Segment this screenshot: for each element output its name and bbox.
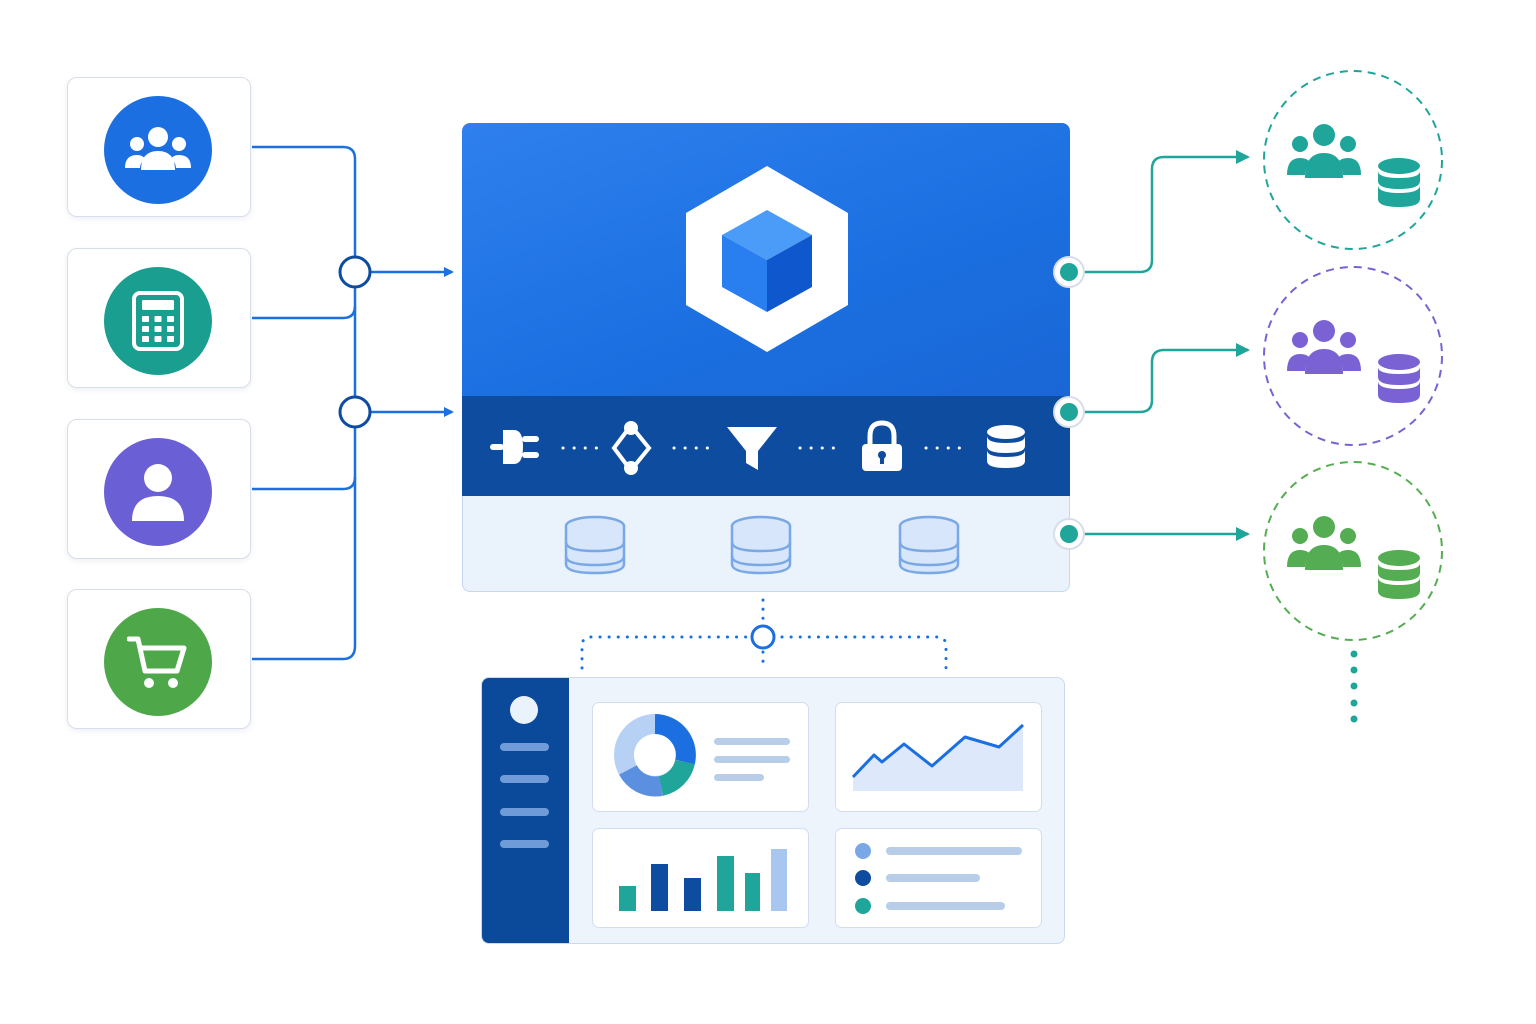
user-icon — [104, 438, 212, 546]
junction-node-primary[interactable] — [338, 255, 372, 289]
input-connectors — [252, 145, 454, 661]
group-icon — [104, 96, 212, 204]
calculator-icon — [104, 267, 212, 375]
line-chart-widget[interactable] — [835, 702, 1042, 812]
source-card-user[interactable] — [67, 419, 251, 559]
source-card-team[interactable] — [67, 77, 251, 217]
processing-pipeline — [462, 396, 1070, 496]
dashboard-sidebar — [482, 678, 569, 943]
destination-green[interactable] — [1263, 461, 1443, 641]
source-card-finance[interactable] — [67, 248, 251, 388]
junction-node-secondary[interactable] — [338, 395, 372, 429]
processing-hub-core[interactable] — [462, 123, 1070, 398]
bar-chart-widget[interactable] — [592, 828, 809, 928]
shopping-cart-icon — [104, 608, 212, 716]
storage-layer — [462, 496, 1070, 592]
destination-teal[interactable] — [1263, 70, 1443, 250]
dashboard-junction-node[interactable] — [750, 624, 776, 650]
destination-purple[interactable] — [1263, 266, 1443, 446]
analytics-dashboard[interactable] — [481, 677, 1065, 944]
database-icon — [1378, 354, 1420, 403]
more-destinations-dots — [1350, 650, 1358, 723]
list-widget[interactable] — [835, 828, 1042, 928]
output-connectors — [1084, 150, 1250, 541]
group-icon — [1287, 124, 1361, 178]
dashboard-connector — [580, 598, 948, 672]
group-icon — [1287, 516, 1361, 570]
donut-chart-widget[interactable] — [592, 702, 809, 812]
group-icon — [1287, 320, 1361, 374]
source-card-commerce[interactable] — [67, 589, 251, 729]
database-icon — [1378, 550, 1420, 599]
database-icon — [1378, 158, 1420, 207]
